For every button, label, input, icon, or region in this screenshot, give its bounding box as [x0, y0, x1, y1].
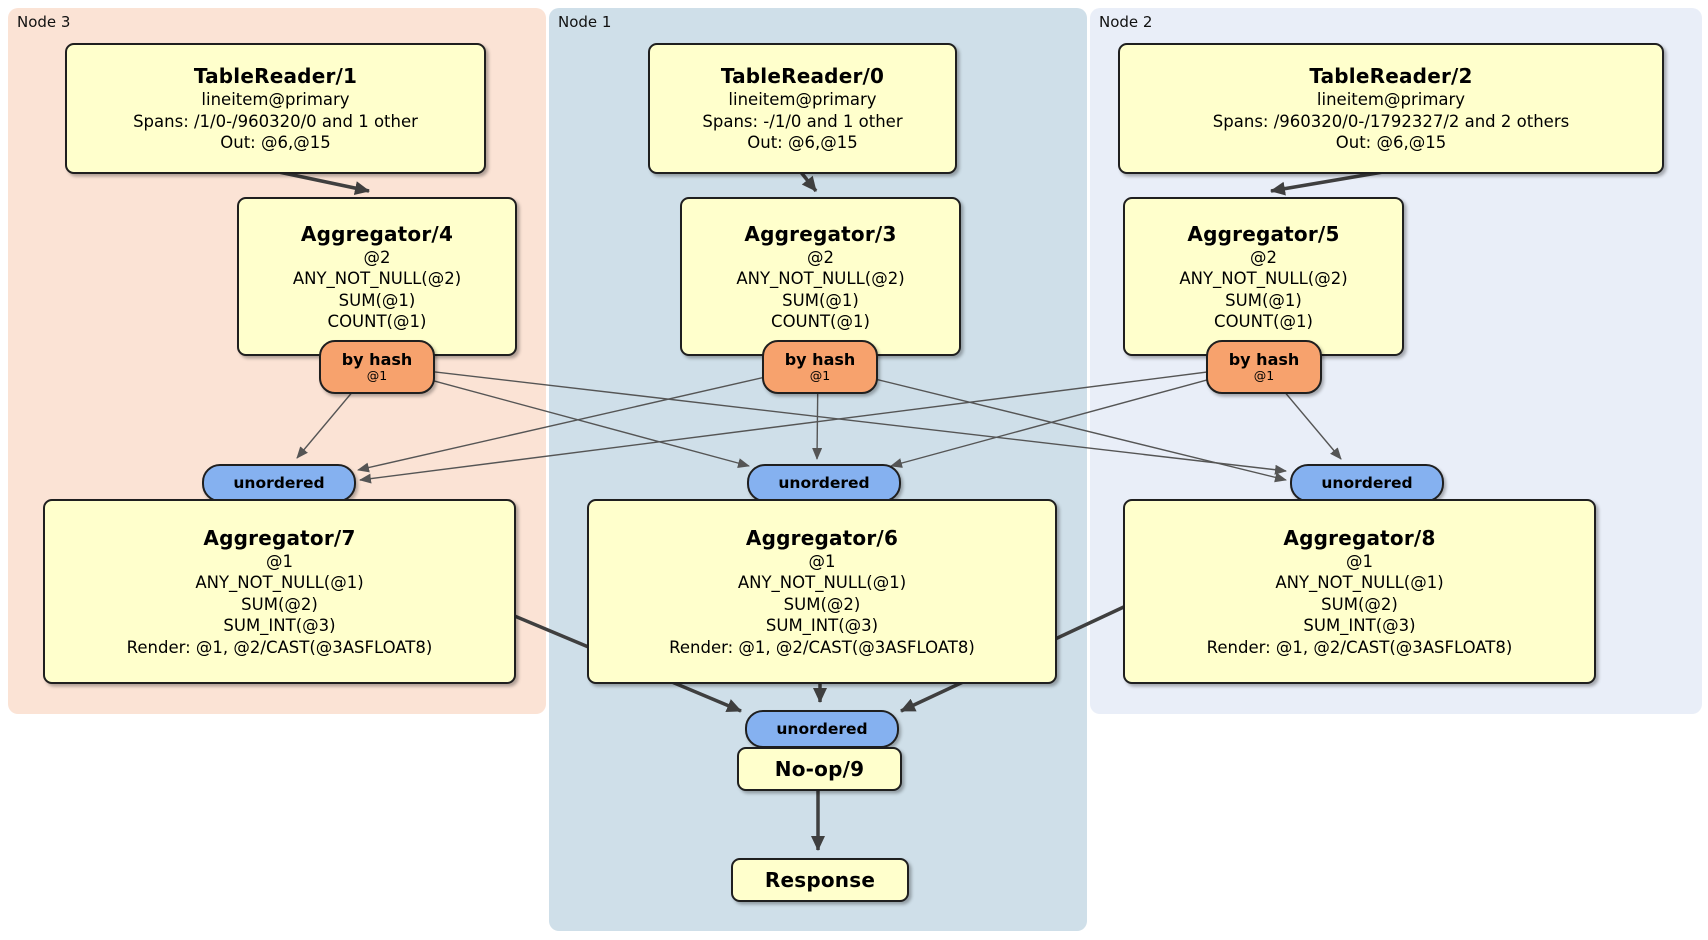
tablereader-2-out: Out: @6,@15 [1335, 133, 1447, 153]
aggregator-5-fn: ANY_NOT_NULL(@2) [1179, 269, 1348, 289]
by-hash-label: by hash [784, 349, 856, 369]
aggregator-5-groupcols: @2 [1250, 247, 1277, 267]
aggregator-3-title: Aggregator/3 [744, 221, 897, 246]
aggregator-3-fn: SUM(@1) [782, 290, 859, 310]
node1-label: Node 1 [558, 13, 612, 31]
by-hash-columns: @1 [809, 368, 831, 383]
unordered-sync-8: unordered [1290, 464, 1444, 502]
aggregator-6-fn: SUM_INT(@3) [765, 616, 879, 636]
tablereader-0-spans: Spans: -/1/0 and 1 other [702, 111, 903, 131]
by-hash-label: by hash [341, 349, 413, 369]
unordered-label: unordered [778, 474, 870, 492]
unordered-sync-7: unordered [202, 464, 356, 502]
unordered-label: unordered [1321, 474, 1413, 492]
tablereader-0-title: TableReader/0 [720, 64, 885, 89]
aggregator-7-fn: ANY_NOT_NULL(@1) [195, 573, 364, 593]
aggregator-8-fn: SUM(@2) [1321, 594, 1398, 614]
noop-title: No-op/9 [774, 757, 865, 781]
aggregator-4-fn: ANY_NOT_NULL(@2) [292, 269, 462, 289]
aggregator-4-groupcols: @2 [363, 247, 391, 267]
unordered-sync-9: unordered [745, 710, 899, 748]
by-hash-columns: @1 [1253, 368, 1275, 383]
aggregator-7-fn: SUM(@2) [241, 594, 318, 614]
aggregator-6-box: Aggregator/6 @1 ANY_NOT_NULL(@1) SUM(@2)… [587, 499, 1057, 684]
aggregator-3-fn: COUNT(@1) [771, 311, 870, 331]
aggregator-4-fn: COUNT(@1) [327, 311, 427, 331]
tablereader-2-box: TableReader/2 lineitem@primary Spans: /9… [1118, 43, 1664, 174]
aggregator-7-fn: SUM_INT(@3) [223, 616, 336, 636]
aggregator-5-fn: SUM(@1) [1225, 290, 1302, 310]
response-title: Response [764, 868, 876, 892]
aggregator-3-groupcols: @2 [807, 247, 834, 267]
aggregator-8-groupcols: @1 [1346, 551, 1373, 571]
tablereader-0-out: Out: @6,@15 [747, 133, 858, 153]
by-hash-router-3: by hash @1 [762, 340, 878, 394]
node3-label: Node 3 [17, 13, 71, 31]
unordered-label: unordered [776, 720, 868, 738]
aggregator-7-box: Aggregator/7 @1 ANY_NOT_NULL(@1) SUM(@2)… [43, 499, 516, 684]
response-box: Response [731, 858, 909, 902]
tablereader-1-title: TableReader/1 [193, 64, 358, 89]
aggregator-8-render: Render: @1, @2/CAST(@3ASFLOAT8) [1206, 637, 1513, 657]
tablereader-1-index: lineitem@primary [201, 90, 350, 110]
aggregator-6-title: Aggregator/6 [745, 525, 899, 550]
by-hash-router-5: by hash @1 [1206, 340, 1322, 394]
aggregator-4-box: Aggregator/4 @2 ANY_NOT_NULL(@2) SUM(@1)… [237, 197, 517, 356]
by-hash-label: by hash [1228, 349, 1300, 369]
aggregator-8-fn: SUM_INT(@3) [1303, 616, 1416, 636]
aggregator-7-title: Aggregator/7 [203, 525, 356, 550]
noop-box: No-op/9 [737, 747, 902, 791]
tablereader-0-index: lineitem@primary [728, 90, 877, 110]
aggregator-4-fn: SUM(@1) [338, 290, 416, 310]
tablereader-1-spans: Spans: /1/0-/960320/0 and 1 other [133, 111, 418, 131]
aggregator-3-fn: ANY_NOT_NULL(@2) [736, 269, 905, 289]
by-hash-router-4: by hash @1 [319, 340, 435, 394]
aggregator-7-render: Render: @1, @2/CAST(@3ASFLOAT8) [126, 637, 433, 657]
tablereader-0-box: TableReader/0 lineitem@primary Spans: -/… [648, 43, 957, 174]
aggregator-6-render: Render: @1, @2/CAST(@3ASFLOAT8) [669, 637, 975, 657]
tablereader-2-index: lineitem@primary [1316, 90, 1466, 110]
unordered-sync-6: unordered [747, 464, 901, 502]
aggregator-3-box: Aggregator/3 @2 ANY_NOT_NULL(@2) SUM(@1)… [680, 197, 961, 356]
aggregator-6-groupcols: @1 [808, 551, 836, 571]
aggregator-6-fn: SUM(@2) [783, 594, 861, 614]
tablereader-2-spans: Spans: /960320/0-/1792327/2 and 2 others [1212, 111, 1570, 131]
aggregator-8-fn: ANY_NOT_NULL(@1) [1275, 573, 1444, 593]
unordered-label: unordered [233, 474, 325, 492]
aggregator-4-title: Aggregator/4 [300, 221, 454, 246]
tablereader-2-title: TableReader/2 [1309, 64, 1473, 89]
aggregator-5-box: Aggregator/5 @2 ANY_NOT_NULL(@2) SUM(@1)… [1123, 197, 1404, 356]
aggregator-5-title: Aggregator/5 [1187, 221, 1340, 246]
aggregator-8-title: Aggregator/8 [1283, 525, 1436, 550]
aggregator-5-fn: COUNT(@1) [1214, 311, 1313, 331]
aggregator-7-groupcols: @1 [266, 551, 293, 571]
aggregator-8-box: Aggregator/8 @1 ANY_NOT_NULL(@1) SUM(@2)… [1123, 499, 1596, 684]
tablereader-1-out: Out: @6,@15 [220, 133, 331, 153]
node2-label: Node 2 [1099, 13, 1153, 31]
aggregator-6-fn: ANY_NOT_NULL(@1) [737, 573, 907, 593]
tablereader-1-box: TableReader/1 lineitem@primary Spans: /1… [65, 43, 486, 174]
by-hash-columns: @1 [366, 368, 388, 383]
